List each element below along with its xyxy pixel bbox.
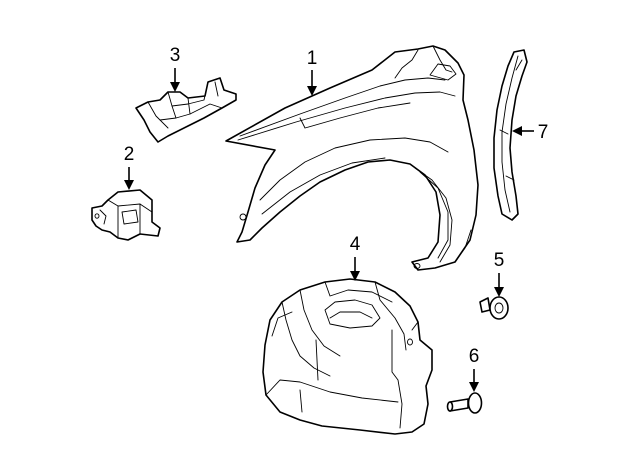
part-fender[interactable] xyxy=(225,45,479,271)
arrowhead-7 xyxy=(512,126,522,136)
arrowhead-3 xyxy=(170,82,180,92)
callout-number-1: 1 xyxy=(307,48,318,69)
callout-number-3: 3 xyxy=(170,45,181,66)
part-mounting-bracket[interactable] xyxy=(91,189,161,241)
callout-number-2: 2 xyxy=(124,144,135,165)
callout-number-7: 7 xyxy=(538,122,549,143)
part-fastener-screw[interactable] xyxy=(446,392,483,414)
callout-5: 5 xyxy=(494,250,505,297)
arrowhead-2 xyxy=(124,180,134,190)
callout-number-4: 4 xyxy=(350,234,361,255)
callout-2: 2 xyxy=(124,144,135,190)
callout-6: 6 xyxy=(469,346,480,392)
callout-number-6: 6 xyxy=(469,346,480,367)
part-fender-seal[interactable] xyxy=(493,49,528,221)
part-support-bracket[interactable] xyxy=(135,77,237,143)
arrowhead-4 xyxy=(350,271,360,281)
callout-7: 7 xyxy=(512,122,548,143)
callout-number-5: 5 xyxy=(494,250,505,271)
part-fender-liner[interactable] xyxy=(262,278,433,435)
arrowhead-1 xyxy=(307,86,317,96)
callout-3: 3 xyxy=(170,45,181,92)
callout-4: 4 xyxy=(350,234,361,281)
callout-1: 1 xyxy=(307,48,318,96)
part-retainer-nut[interactable] xyxy=(479,296,509,320)
arrowhead-6 xyxy=(469,382,479,392)
arrowhead-5 xyxy=(494,287,504,297)
